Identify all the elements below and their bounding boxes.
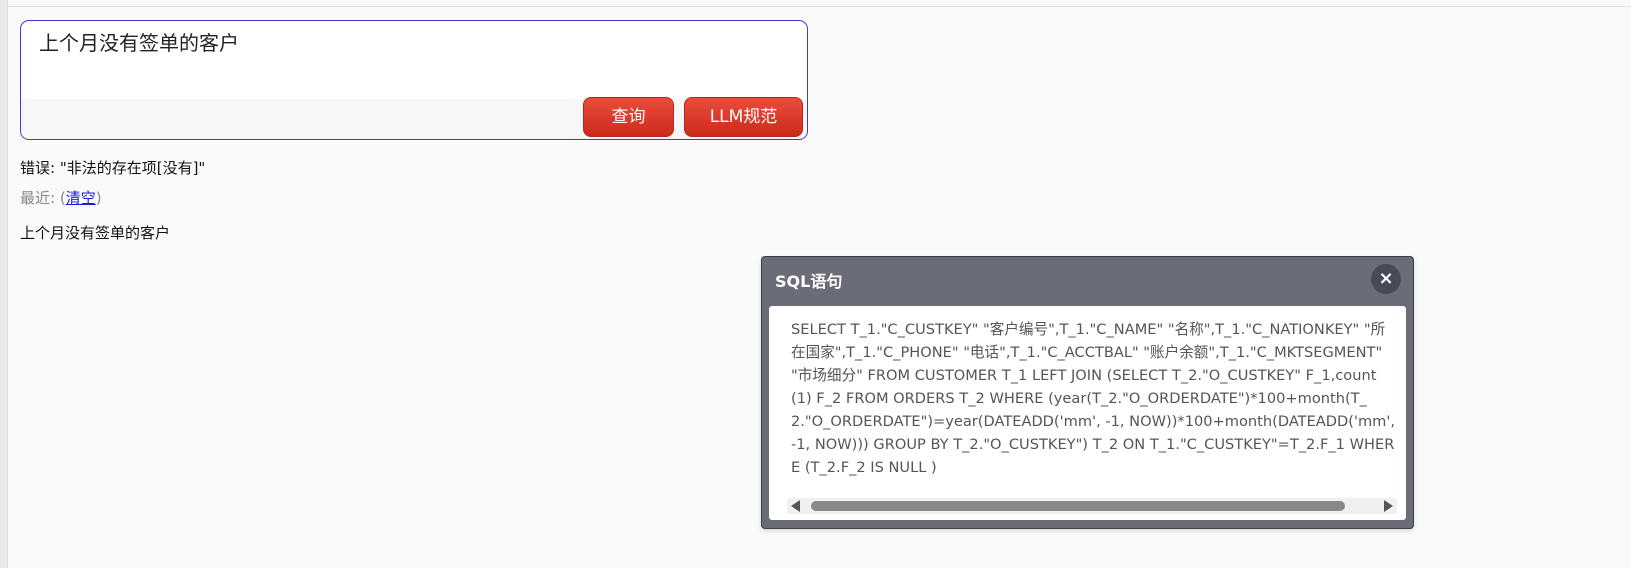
sql-dialog-body: SELECT T_1."C_CUSTKEY" "客户编号",T_1."C_NAM… xyxy=(769,306,1406,520)
llm-normalize-button[interactable]: LLM规范 xyxy=(684,97,803,137)
recent-close-paren: ) xyxy=(95,189,102,207)
sql-statement: SELECT T_1."C_CUSTKEY" "客户编号",T_1."C_NAM… xyxy=(791,321,1400,476)
sql-dialog: SQL语句 × SELECT T_1."C_CUSTKEY" "客户编号",T_… xyxy=(761,256,1414,529)
query-input[interactable]: 上个月没有签单的客户 xyxy=(39,31,239,55)
sql-dialog-title: SQL语句 xyxy=(775,272,843,291)
left-edge-bar xyxy=(0,0,8,568)
recent-line: 最近: (清空) xyxy=(20,187,102,208)
query-box-footer xyxy=(21,99,807,139)
scroll-right-arrow-icon[interactable] xyxy=(1384,500,1393,512)
clear-recent-link[interactable]: 清空 xyxy=(65,189,96,207)
close-icon[interactable]: × xyxy=(1371,264,1401,294)
recent-query-item[interactable]: 上个月没有签单的客户 xyxy=(20,224,171,242)
recent-label: 最近: ( xyxy=(20,189,66,207)
top-divider xyxy=(0,6,1631,7)
query-button[interactable]: 查询 xyxy=(583,97,674,137)
scroll-left-arrow-icon[interactable] xyxy=(791,500,800,512)
error-message: 错误: "非法的存在项[没有]" xyxy=(20,159,206,177)
horizontal-scrollbar[interactable] xyxy=(787,498,1397,514)
query-input-box[interactable]: 上个月没有签单的客户 查询 LLM规范 xyxy=(20,20,808,140)
scrollbar-thumb[interactable] xyxy=(811,501,1345,511)
